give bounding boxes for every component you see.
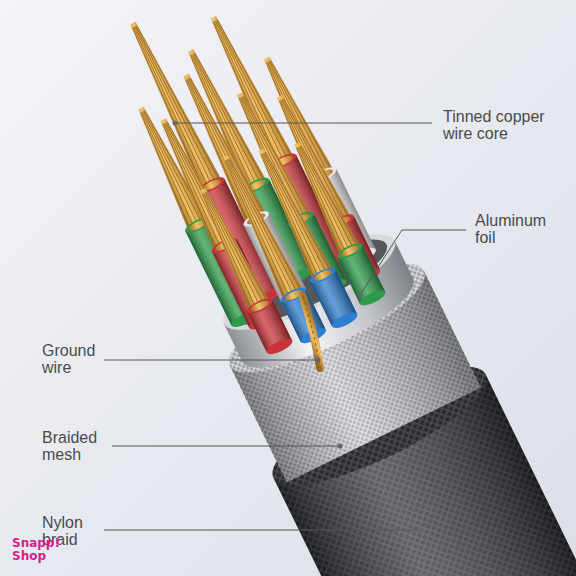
strand-line [295, 147, 349, 253]
strand-line [228, 158, 297, 295]
strand-line [300, 145, 354, 251]
wire-end [335, 240, 365, 261]
copper-strands [193, 184, 270, 310]
leader-line [104, 530, 420, 531]
leader-line [360, 230, 466, 295]
copper-strands [287, 138, 359, 255]
wire-base [265, 336, 295, 357]
strand-line [207, 189, 268, 305]
part-label: Braided mesh [42, 429, 117, 463]
leader-line [104, 360, 318, 361]
watermark: Snapp! Shop [12, 537, 60, 563]
leader-dots [173, 121, 423, 533]
wire-core-end [312, 268, 333, 283]
leader-dot [316, 358, 321, 363]
leader-line [112, 446, 340, 447]
wire-end [245, 296, 275, 317]
strand-line [190, 75, 264, 218]
wire-end [308, 265, 338, 286]
copper-strands [230, 89, 311, 224]
part-label: Aluminum foil [475, 212, 557, 246]
part-label: Ground wire [42, 342, 117, 376]
ground-wire-twist [288, 296, 334, 368]
leader-line [175, 123, 432, 124]
leader-dot [338, 444, 343, 449]
wire-core-end [339, 244, 360, 259]
strand-line [227, 160, 293, 296]
insulated-wire [173, 69, 314, 319]
insulated-wire [120, 17, 281, 308]
leader-dot [358, 293, 363, 298]
part-label: Tinned copper wire core [443, 108, 561, 142]
leader-dot [418, 528, 423, 533]
copper-strands [251, 145, 332, 280]
leader-lines [104, 123, 466, 530]
wire-core-end [249, 299, 270, 314]
strand-line [264, 151, 327, 275]
wire-base [358, 287, 388, 308]
strand-line [265, 149, 331, 274]
leader-dot [173, 121, 178, 126]
wire-base [330, 310, 360, 331]
ground-wire [288, 296, 334, 368]
cable [67, 0, 576, 576]
strand-line [299, 147, 350, 251]
strand-line [215, 21, 283, 161]
strand-line [301, 143, 358, 250]
copper-strands [131, 103, 208, 229]
insulated-wire [285, 137, 388, 308]
